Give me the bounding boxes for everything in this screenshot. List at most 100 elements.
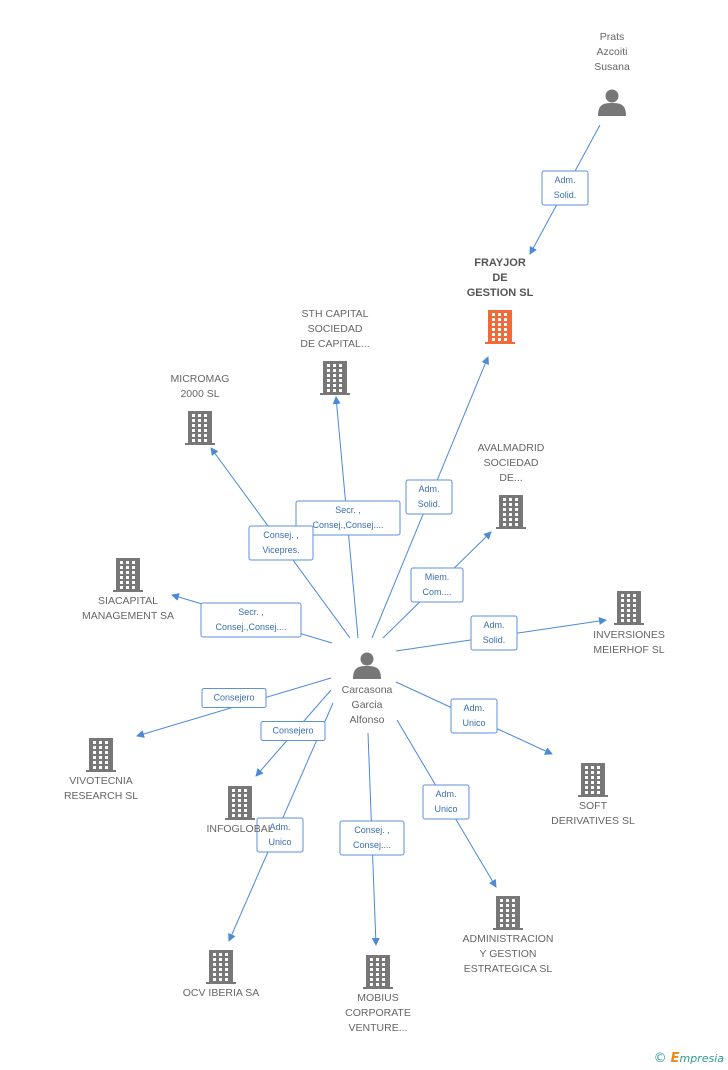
- node-label-prats: Susana: [594, 61, 630, 73]
- edge-label-text: Solid.: [418, 499, 441, 509]
- edge-label-box[interactable]: [339, 820, 405, 856]
- edge-label-box[interactable]: [260, 721, 326, 741]
- node-label-siacapital: SIACAPITAL: [98, 595, 158, 607]
- edge-label-box[interactable]: [422, 784, 470, 820]
- edge-label-box[interactable]: [295, 500, 401, 536]
- brand-logo-text: mpresia: [679, 1052, 724, 1065]
- edge-label-text: Unico: [268, 837, 291, 847]
- node-label-vivotecnia: RESEARCH SL: [64, 790, 138, 802]
- edge-label-carcasona-sth[interactable]: Secr. , Consej.,Consej....: [295, 500, 401, 536]
- edge-label-text: Miem.: [425, 572, 450, 582]
- edge-label-text: Solid.: [554, 190, 577, 200]
- node-label-carcasona: Alfonso: [349, 714, 384, 726]
- node-label-carcasona: Carcasona: [342, 684, 393, 696]
- building-icon: [320, 361, 350, 395]
- node-soft[interactable]: SOFT DERIVATIVES SL: [551, 763, 635, 827]
- edge-label-text: Vicepres.: [262, 545, 299, 555]
- node-label-sth: SOCIEDAD: [308, 323, 363, 335]
- node-label-meierhof: MEIERHOF SL: [593, 644, 664, 656]
- node-label-prats: Prats: [600, 31, 625, 43]
- node-label-sth: STH CAPITAL: [302, 308, 369, 320]
- edge-label-text: Solid.: [483, 635, 506, 645]
- edge-label-carcasona-admgestion[interactable]: Adm.Unico: [422, 784, 470, 820]
- person-icon: [353, 652, 381, 679]
- edge-label-box[interactable]: [248, 525, 314, 561]
- node-siacapital[interactable]: SIACAPITAL MANAGEMENT SA: [82, 558, 174, 622]
- edge-label-carcasona-meierhof[interactable]: Adm. Solid.: [470, 615, 518, 651]
- edge-label-text: Adm.: [269, 822, 290, 832]
- node-label-frayjor: FRAYJOR: [474, 257, 526, 269]
- edge-label-carcasona-vivotecnia[interactable]: Consejero: [201, 688, 267, 708]
- edge-label-text: Consejero: [272, 726, 313, 736]
- node-label-infoglobal: INFOGLOBAL: [206, 823, 273, 835]
- edge-label-text: Consej.,Consej....: [312, 520, 383, 530]
- edge-label-carcasona-soft[interactable]: Adm. Unico: [450, 698, 498, 734]
- node-avalmadrid[interactable]: AVALMADRID SOCIEDAD DE...: [478, 442, 545, 529]
- edge-label-text: Adm.: [435, 789, 456, 799]
- building-icon: [614, 591, 644, 625]
- node-mobius[interactable]: MOBIUSCORPORATEVENTURE...: [345, 955, 411, 1034]
- edge-label-text: Secr. ,: [335, 505, 361, 515]
- node-label-admgestion: ADMINISTRACION: [462, 933, 553, 945]
- edge-label-box[interactable]: [256, 817, 304, 853]
- node-label-avalmadrid: AVALMADRID: [478, 442, 545, 454]
- edge-label-carcasona-infoglobal[interactable]: Consejero: [260, 721, 326, 741]
- edge-label-text: Consejero: [213, 693, 254, 703]
- edge-label-box[interactable]: [541, 170, 589, 206]
- edge-labels-layer: Adm. Solid. Adm. Solid. Secr. , Consej.,Conse…: [200, 170, 589, 856]
- building-icon: [493, 896, 523, 930]
- edge-label-carcasona-micromag[interactable]: Consej. , Vicepres.: [248, 525, 314, 561]
- edge-label-box[interactable]: [200, 602, 302, 638]
- node-label-vivotecnia: VIVOTECNIA: [69, 775, 133, 787]
- edge-label-box[interactable]: [470, 615, 518, 651]
- edge-label-carcasona-mobius[interactable]: Consej. , Consej....: [339, 820, 405, 856]
- building-icon: [206, 950, 236, 984]
- edge-label-box[interactable]: [450, 698, 498, 734]
- building-icon: [113, 558, 143, 592]
- brand-footer: ©Empresia: [654, 1051, 724, 1066]
- node-label-meierhof: INVERSIONES: [593, 629, 665, 641]
- node-label-avalmadrid: SOCIEDAD: [484, 457, 539, 469]
- edge-label-box[interactable]: [201, 688, 267, 708]
- node-meierhof[interactable]: INVERSIONES MEIERHOF SL: [593, 591, 665, 656]
- edge-label-text: Unico: [462, 718, 485, 728]
- edge-label-text: Adm.: [483, 620, 504, 630]
- node-label-soft: DERIVATIVES SL: [551, 815, 635, 827]
- edge-label-prats-frayjor[interactable]: Adm.Solid.: [541, 170, 589, 206]
- building-icon: [578, 763, 608, 797]
- node-ocv[interactable]: OCV IBERIA SA: [183, 950, 259, 999]
- edge-label-text: Consej....: [353, 840, 391, 850]
- node-infoglobal[interactable]: INFOGLOBAL: [206, 786, 274, 835]
- node-label-avalmadrid: DE...: [499, 472, 522, 484]
- building-icon: [485, 310, 515, 344]
- edge-label-text: Consej.,Consej....: [215, 622, 286, 632]
- node-vivotecnia[interactable]: VIVOTECNIA RESEARCH SL: [64, 738, 138, 802]
- building-icon: [496, 495, 526, 529]
- edge-label-box[interactable]: [405, 479, 453, 515]
- node-label-soft: SOFT: [579, 800, 608, 812]
- edge-label-box[interactable]: [410, 567, 464, 603]
- node-label-admgestion: ESTRATEGICA SL: [464, 963, 553, 975]
- edge-label-text: Consej. ,: [354, 825, 390, 835]
- edge-label-text: Consej. ,: [263, 530, 299, 540]
- node-admgestion[interactable]: ADMINISTRACION Y GESTION ESTRATEGICA SL: [462, 896, 554, 975]
- edge-label-carcasona-frayjor[interactable]: Adm.Solid.: [405, 479, 453, 515]
- building-icon: [363, 955, 393, 989]
- edge-label-carcasona-ocv[interactable]: Adm. Unico: [256, 817, 304, 853]
- edge-label-text: Secr. ,: [238, 607, 264, 617]
- building-icon: [185, 411, 215, 445]
- edge-label-text: Adm.: [463, 703, 484, 713]
- brand-logo-initial: E: [670, 1051, 680, 1066]
- node-label-siacapital: MANAGEMENT SA: [82, 610, 174, 622]
- node-label-admgestion: Y GESTION: [480, 948, 537, 960]
- edge-label-carcasona-avalmadrid[interactable]: Miem.Com....: [410, 567, 464, 603]
- edge-label-carcasona-siacapital[interactable]: Secr. , Consej.,Consej....: [200, 602, 302, 638]
- copyright-icon: ©: [653, 1051, 667, 1066]
